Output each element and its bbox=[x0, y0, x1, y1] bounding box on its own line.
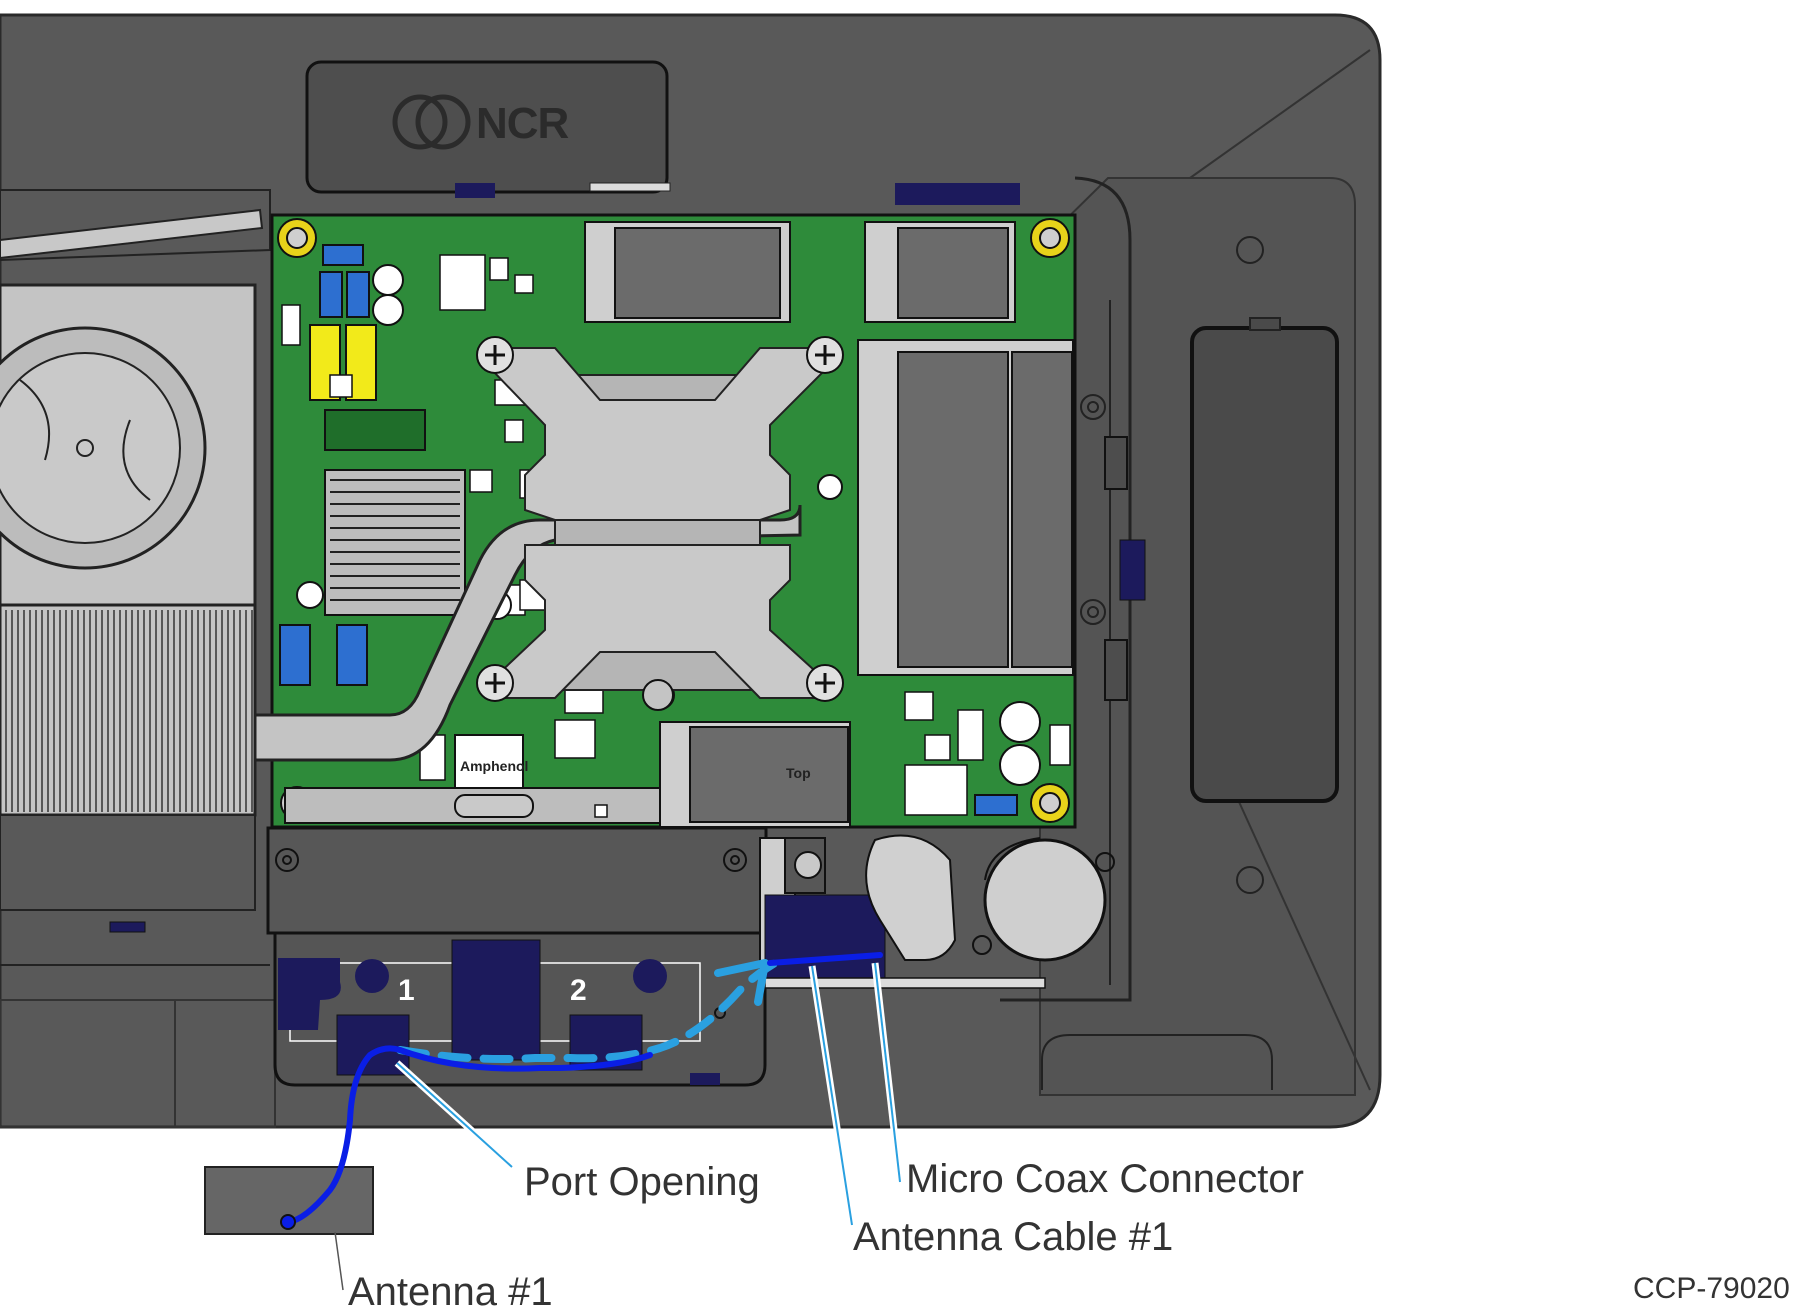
leader-lines bbox=[334, 1231, 344, 1291]
ncr-logo-text: NCR bbox=[476, 99, 569, 148]
port-2-label: 2 bbox=[570, 974, 587, 1007]
callout-port-opening: Port Opening bbox=[524, 1160, 760, 1204]
antenna-cable-1 bbox=[280, 952, 883, 1230]
cpu-heatsink bbox=[253, 336, 844, 762]
screw-icon bbox=[972, 852, 1115, 955]
wlan-area bbox=[759, 834, 1115, 989]
fan-assembly bbox=[0, 189, 271, 911]
figure-id: CCP-79020 bbox=[1633, 1272, 1790, 1305]
cable-route-arrow bbox=[396, 959, 779, 1063]
callout-antenna: Antenna #1 bbox=[348, 1270, 553, 1307]
port-1-label: 1 bbox=[398, 974, 415, 1007]
ncr-logo-tab: NCR bbox=[305, 60, 1020, 205]
callout-antenna-cable: Antenna Cable #1 bbox=[853, 1215, 1173, 1259]
ssd-label: Top bbox=[786, 765, 811, 781]
callout-micro-coax-connector: Micro Coax Connector bbox=[906, 1157, 1304, 1201]
ncr-logo-icon bbox=[392, 94, 471, 150]
amphenol-label: Amphenol bbox=[460, 758, 528, 774]
io-bracket: 1 2 bbox=[266, 826, 768, 1087]
leader-lines bbox=[396, 962, 901, 1226]
